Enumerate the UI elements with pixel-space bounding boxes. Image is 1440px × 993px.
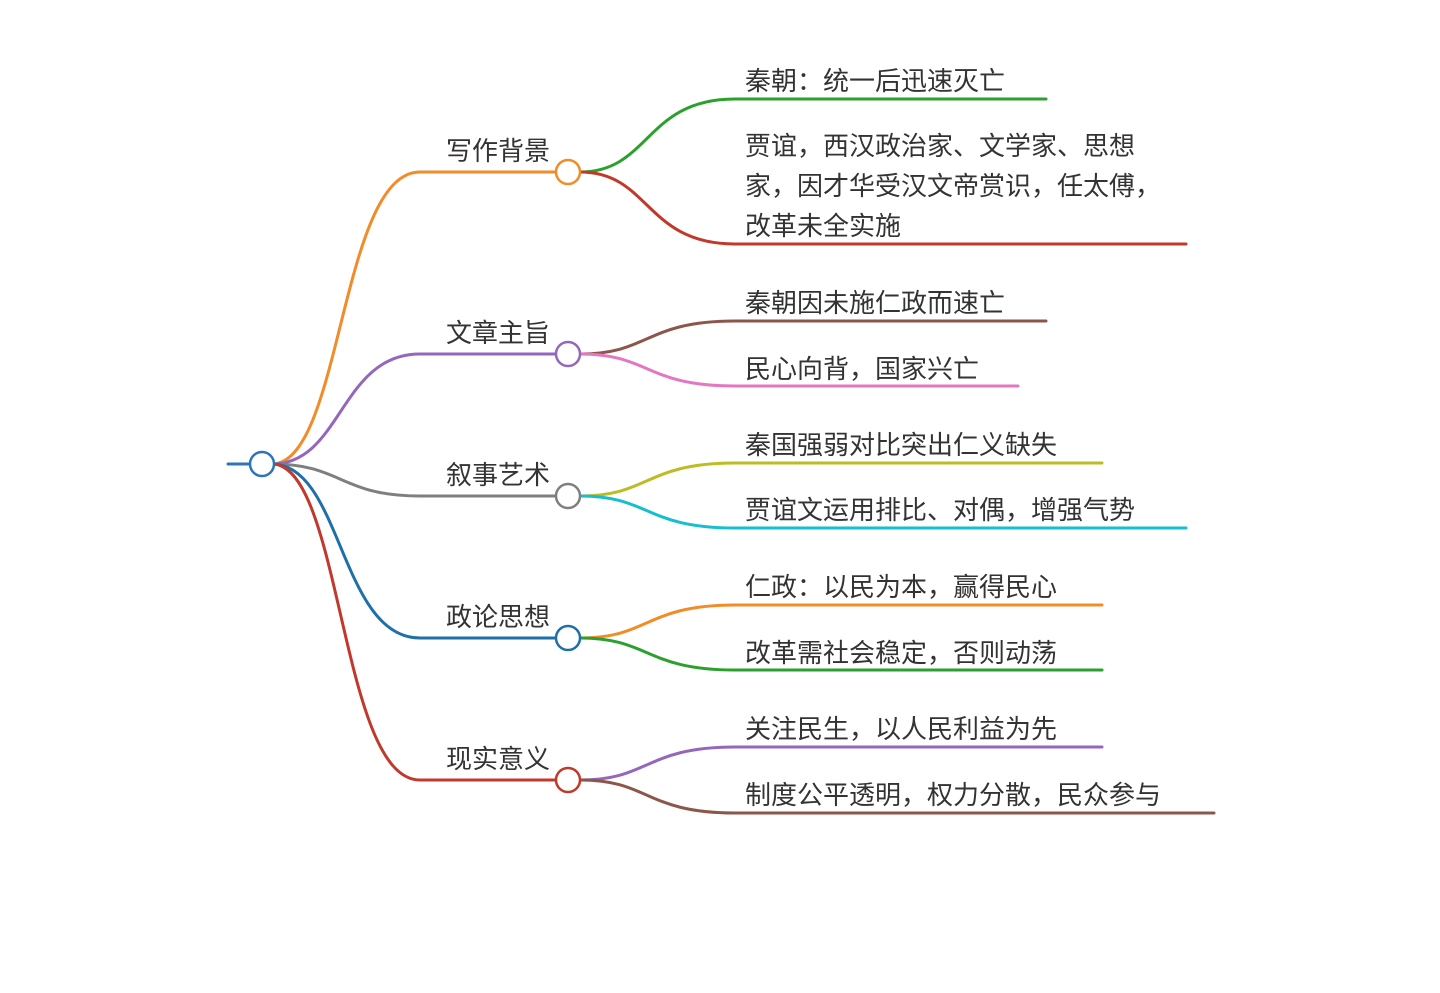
leaf-edge-1-2 — [578, 170, 1188, 246]
branch-node-5[interactable] — [554, 766, 582, 794]
branch-node-2[interactable] — [554, 340, 582, 368]
leaf-label-3-1[interactable]: 秦国强弱对比突出仁义缺失 — [745, 431, 1058, 461]
branch-edge-1 — [270, 170, 558, 466]
leaf-label-4-2[interactable]: 改革需社会稳定，否则动荡 — [745, 639, 1058, 669]
leaf-edge-4-1 — [578, 603, 1104, 640]
leaf-edge-1-1 — [578, 97, 1048, 174]
branch-label-2[interactable]: 文章主旨 — [445, 319, 550, 349]
branch-edge-5 — [270, 462, 558, 782]
leaf-edge-4-2 — [578, 636, 1104, 672]
leaf-label-1-1[interactable]: 秦朝：统一后迅速灭亡 — [745, 67, 1006, 97]
root-node[interactable] — [248, 450, 276, 478]
branch-edge-4 — [270, 462, 558, 640]
mindmap-nodes — [248, 158, 582, 794]
leaf-edge-5-1 — [578, 745, 1104, 782]
branch-node-4[interactable] — [554, 624, 582, 652]
branch-edge-3 — [270, 462, 558, 498]
leaf-edge-2-1 — [578, 319, 1048, 356]
branch-node-3[interactable] — [554, 482, 582, 510]
branch-label-4[interactable]: 政论思想 — [445, 603, 550, 633]
branch-edge-2 — [270, 352, 558, 466]
leaf-label-1-2[interactable]: 贾谊，西汉政治家、文学家、思想家，因才华受汉文帝赏识，任太傅，改革未全实施 — [745, 132, 1162, 242]
branch-label-1[interactable]: 写作背景 — [445, 137, 550, 167]
leaf-edge-3-1 — [578, 461, 1104, 498]
leaf-label-5-1[interactable]: 关注民生，以人民利益为先 — [745, 715, 1058, 745]
leaf-edge-3-2 — [578, 494, 1188, 530]
leaf-edge-2-2 — [578, 352, 1020, 388]
mindmap-edges — [226, 97, 1216, 815]
leaf-label-2-1[interactable]: 秦朝因未施仁政而速亡 — [745, 289, 1006, 319]
leaf-label-4-1[interactable]: 仁政：以民为本，赢得民心 — [745, 573, 1058, 603]
branch-node-1[interactable] — [554, 158, 582, 186]
branch-label-5[interactable]: 现实意义 — [445, 745, 550, 775]
leaf-edge-5-2 — [578, 778, 1216, 815]
leaf-label-2-2[interactable]: 民心向背，国家兴亡 — [745, 355, 980, 385]
leaf-label-3-2[interactable]: 贾谊文运用排比、对偶，增强气势 — [745, 496, 1136, 526]
branch-label-3[interactable]: 叙事艺术 — [445, 461, 550, 491]
leaf-label-5-2[interactable]: 制度公平透明，权力分散，民众参与 — [745, 781, 1162, 811]
